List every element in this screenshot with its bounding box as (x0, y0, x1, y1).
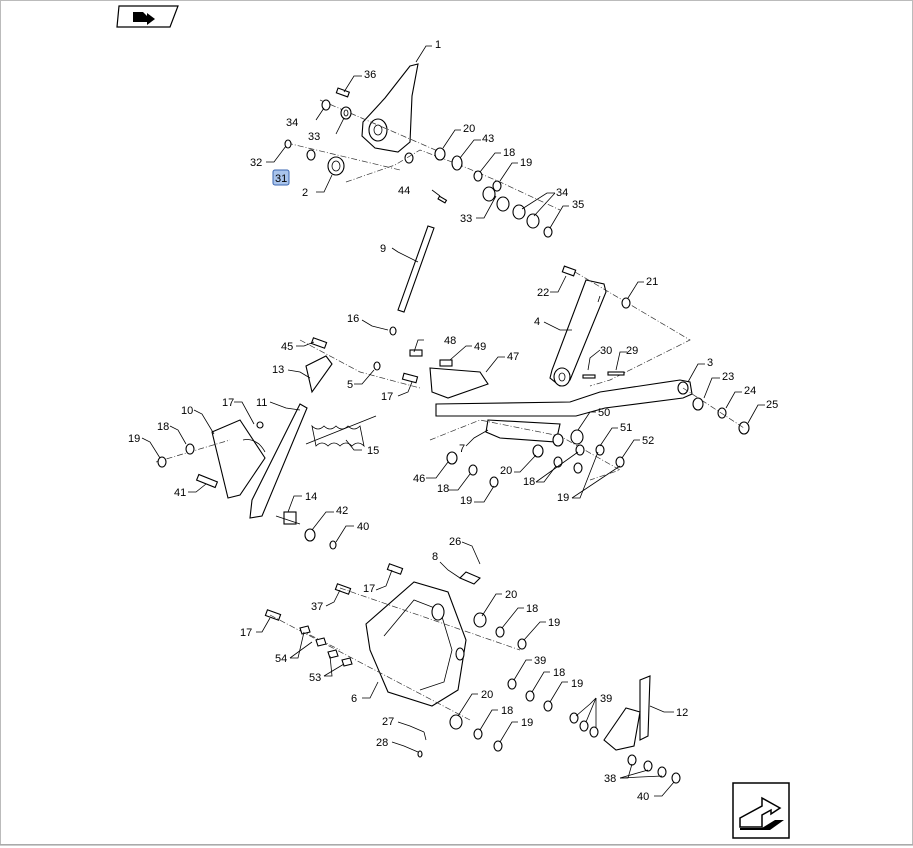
callout-6: 6 (351, 693, 357, 705)
callout-19: 19 (548, 617, 560, 629)
callout-16: 16 (347, 313, 359, 325)
upper-bracket-group (284, 63, 561, 238)
callout-9: 9 (380, 243, 386, 255)
callout-35: 35 (572, 199, 584, 211)
callout-27: 27 (382, 716, 394, 728)
callout-1: 1 (435, 39, 441, 51)
callout-17: 17 (363, 583, 375, 595)
bracket-part-47 (401, 349, 489, 399)
callout-7: 7 (459, 443, 465, 455)
callout-26: 26 (449, 536, 461, 548)
callout-18: 18 (503, 147, 515, 159)
callout-20: 20 (500, 465, 512, 477)
callout-53: 53 (309, 672, 321, 684)
callout-20: 20 (481, 689, 493, 701)
lower-bracket-part-6 (264, 563, 553, 758)
callout-20: 20 (505, 589, 517, 601)
callout-19: 19 (460, 495, 472, 507)
bar-part-3 (435, 379, 750, 435)
callout-39: 39 (534, 655, 546, 667)
callout-25: 25 (766, 399, 778, 411)
callout-46: 46 (413, 473, 425, 485)
callout-18: 18 (501, 705, 513, 717)
callout-17: 17 (381, 391, 393, 403)
callout-17: 17 (240, 627, 252, 639)
callout-37: 37 (311, 601, 323, 613)
link-part-4 (549, 265, 691, 387)
lever-group (155, 337, 421, 550)
callout-18: 18 (553, 667, 565, 679)
callout-leaders (141, 45, 765, 797)
callout-13: 13 (272, 364, 284, 376)
callout-40: 40 (357, 521, 369, 533)
callout-33: 33 (460, 213, 472, 225)
callout-3: 3 (707, 357, 713, 369)
bracket-part-7 (429, 419, 625, 488)
callout-5: 5 (347, 379, 353, 391)
callout-30: 30 (600, 345, 612, 357)
callout-8: 8 (432, 551, 438, 563)
callout-18: 18 (157, 421, 169, 433)
callout-29: 29 (626, 345, 638, 357)
callout-44: 44 (398, 185, 410, 197)
callout-50: 50 (598, 407, 610, 419)
rod-part-9 (389, 225, 435, 336)
callout-19: 19 (128, 433, 140, 445)
callout-19: 19 (520, 157, 532, 169)
callout-22: 22 (537, 287, 549, 299)
callout-19: 19 (521, 717, 533, 729)
callout-31: 31 (275, 173, 287, 185)
callout-45: 45 (281, 341, 293, 353)
callout-54: 54 (275, 653, 287, 665)
callout-19: 19 (557, 492, 569, 504)
previous-view-icon[interactable] (116, 5, 179, 28)
callout-40: 40 (637, 791, 649, 803)
callout-17: 17 (222, 397, 234, 409)
callout-41: 41 (174, 487, 186, 499)
callout-49: 49 (474, 341, 486, 353)
callout-labels: 1 36 34 33 32 31 2 20 43 18 19 44 34 35 … (128, 39, 778, 803)
callout-18: 18 (437, 483, 449, 495)
callout-23: 23 (722, 371, 734, 383)
handle-part-12 (569, 675, 681, 784)
callout-47: 47 (507, 351, 519, 363)
callout-48: 48 (444, 335, 456, 347)
callout-18: 18 (526, 603, 538, 615)
callout-14: 14 (305, 491, 317, 503)
callout-33: 33 (308, 131, 320, 143)
callout-43: 43 (482, 133, 494, 145)
callout-19: 19 (571, 678, 583, 690)
next-view-icon[interactable] (732, 782, 790, 839)
callout-42: 42 (336, 505, 348, 517)
callout-4: 4 (534, 316, 540, 328)
callout-39: 39 (600, 693, 612, 705)
callout-18: 18 (523, 476, 535, 488)
callout-11: 11 (256, 397, 267, 409)
callout-21: 21 (646, 276, 658, 288)
callout-31-highlighted[interactable]: 31 (272, 169, 290, 186)
callout-28: 28 (376, 737, 388, 749)
callout-15: 15 (367, 445, 379, 457)
callout-20: 20 (463, 123, 475, 135)
callout-34: 34 (556, 187, 568, 199)
callout-2: 2 (302, 187, 308, 199)
callout-34: 34 (286, 117, 298, 129)
callout-12: 12 (676, 707, 688, 719)
callout-51: 51 (620, 422, 632, 434)
callout-32: 32 (250, 157, 262, 169)
callout-38: 38 (604, 773, 616, 785)
callout-36: 36 (364, 69, 376, 81)
callout-24: 24 (744, 385, 756, 397)
callout-52: 52 (642, 435, 654, 447)
callout-10: 10 (181, 405, 193, 417)
